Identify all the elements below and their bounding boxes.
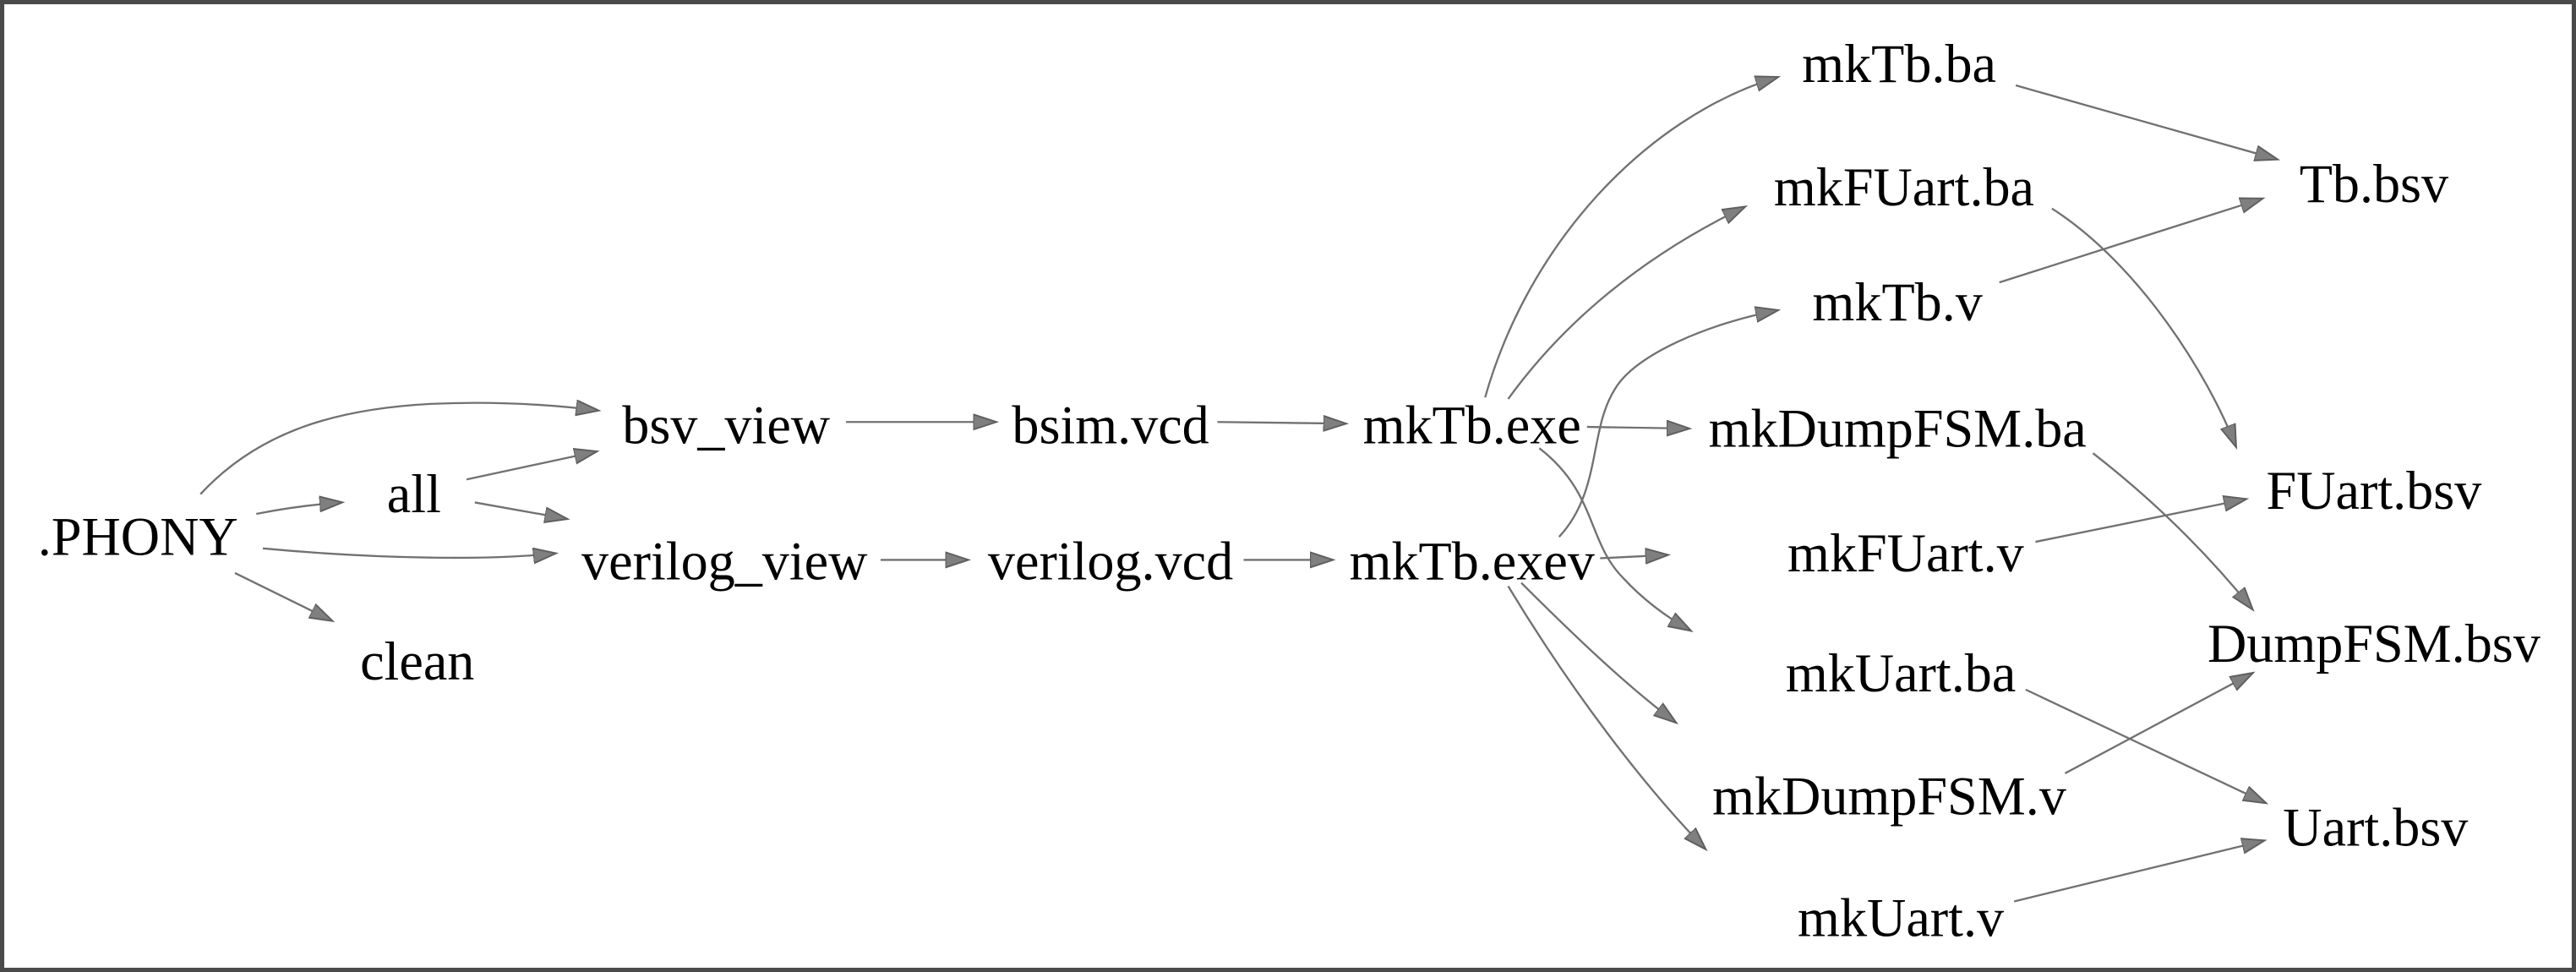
graph-edge-phony-to-bsv_view xyxy=(199,403,598,495)
graph-edge-mktb_v-to-tb_bsv xyxy=(1999,199,2262,284)
graph-node-mktb_v: mkTb.v xyxy=(1813,272,1984,332)
edges-layer xyxy=(199,77,2277,903)
graph-node-uart_bsv: Uart.bsv xyxy=(2283,797,2469,857)
graph-node-mkdumpfsm_ba: mkDumpFSM.ba xyxy=(1709,398,2087,458)
graph-edge-mkdumpfsm_v-to-dumpfsm_bsv xyxy=(2064,673,2252,774)
graph-edge-mktb_exev-to-mkuart_v xyxy=(1507,585,1705,849)
graph-node-mkdumpfsm_v: mkDumpFSM.v xyxy=(1712,767,2067,827)
graph-node-verilog_view: verilog_view xyxy=(581,532,868,592)
graph-edge-mktb_exe-to-mktb_ba xyxy=(1484,77,1777,398)
graph-node-bsv_view: bsv_view xyxy=(622,396,831,456)
graph-edge-all-to-verilog_view xyxy=(474,501,567,518)
graph-node-clean: clean xyxy=(360,631,474,691)
graph-node-mktb_exe: mkTb.exe xyxy=(1363,396,1581,456)
graph-edge-mktb_exev-to-mkfuart_v xyxy=(1600,555,1667,559)
graph-node-mkuart_v: mkUart.v xyxy=(1798,887,2005,947)
graph-edge-phony-to-verilog_view xyxy=(262,549,555,558)
graph-edge-mktb_exe-to-mkdumpfsm_ba xyxy=(1586,427,1689,429)
graph-node-mkfuart_ba: mkFUart.ba xyxy=(1774,157,2034,217)
nodes-layer: .PHONY all clean bsv_view verilog_view bsim.v… xyxy=(38,34,2541,947)
graph-node-bsim_vcd: bsim.vcd xyxy=(1012,396,1209,456)
graph-edge-mktb_exev-to-mktb_v xyxy=(1558,310,1778,538)
graph-edge-mkuart_ba-to-uart_bsv xyxy=(2025,688,2266,803)
graph-node-all: all xyxy=(387,464,441,524)
graph-node-phony: .PHONY xyxy=(38,507,238,567)
graph-node-mkfuart_v: mkFUart.v xyxy=(1787,523,2025,583)
graph-edge-mktb_ba-to-tb_bsv xyxy=(2015,84,2277,159)
graph-edge-mkuart_v-to-uart_bsv xyxy=(2013,841,2263,903)
graph-edge-mktb_exe-to-mkuart_ba xyxy=(1538,447,1690,631)
graph-node-fuart_bsv: FUart.bsv xyxy=(2267,461,2483,521)
graph-edge-phony-to-all xyxy=(256,502,341,516)
graph-node-mktb_ba: mkTb.ba xyxy=(1802,34,1996,94)
graph-edge-mkfuart_ba-to-fuart_bsv xyxy=(2051,207,2236,447)
graph-edge-phony-to-clean xyxy=(234,571,332,620)
graph-edge-mktb_exe-to-mkfuart_ba xyxy=(1507,207,1744,400)
graph-edge-bsim_vcd-to-mktb_exe xyxy=(1217,422,1345,423)
graph-node-tb_bsv: Tb.bsv xyxy=(2300,154,2449,214)
graph-node-mkuart_ba: mkUart.ba xyxy=(1786,643,2016,703)
graph-edge-all-to-bsv_view xyxy=(466,451,597,481)
graph-node-verilog_vcd: verilog.vcd xyxy=(988,532,1233,592)
graph-node-mktb_exev: mkTb.exev xyxy=(1350,532,1596,592)
graph-edge-mkdumpfsm_ba-to-dumpfsm_bsv xyxy=(2092,452,2253,609)
graph-edge-mkfuart_v-to-fuart_bsv xyxy=(2035,500,2246,543)
graph-edge-mktb_exev-to-mkdumpfsm_v xyxy=(1520,582,1676,723)
graph-node-dumpfsm_bsv: DumpFSM.bsv xyxy=(2208,614,2541,674)
